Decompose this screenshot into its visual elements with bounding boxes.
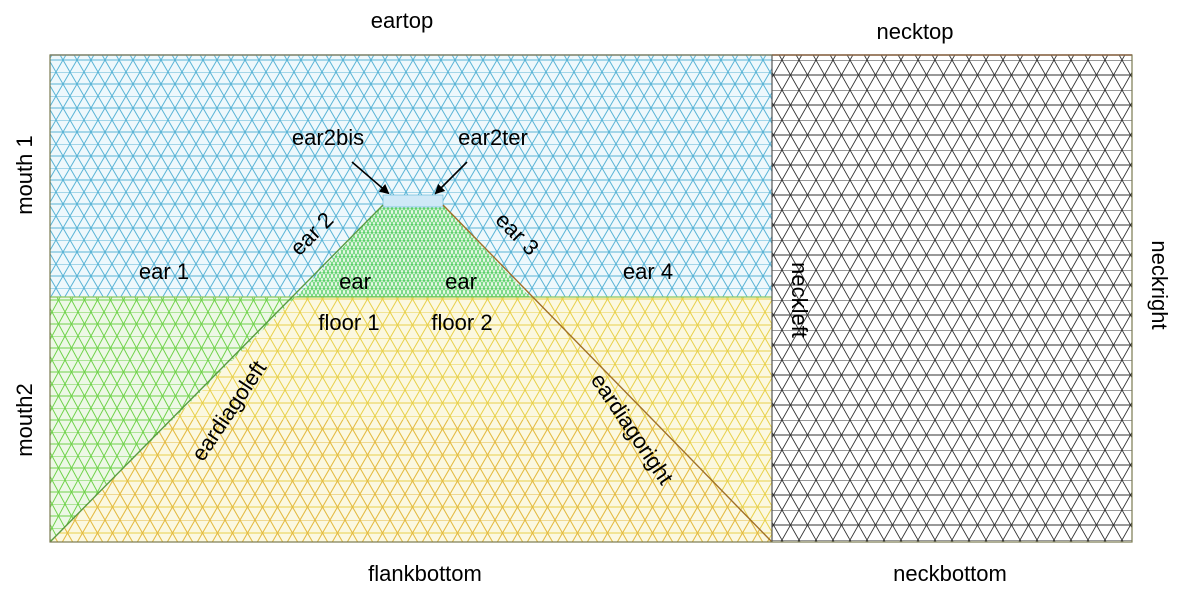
label-flankbottom: flankbottom bbox=[368, 561, 482, 586]
label-neckright: neckright bbox=[1147, 240, 1172, 329]
label-earfloor2-line1: ear bbox=[445, 269, 477, 294]
label-ear1: ear 1 bbox=[139, 259, 189, 284]
label-mouth2: mouth2 bbox=[12, 383, 37, 456]
outer-frame bbox=[49, 54, 1133, 543]
label-ear2ter: ear2ter bbox=[458, 125, 528, 150]
neck-region-mesh bbox=[772, 55, 1132, 542]
label-neckbottom: neckbottom bbox=[893, 561, 1007, 586]
ear-floor-mesh bbox=[296, 205, 530, 297]
label-ear2bis: ear2bis bbox=[292, 125, 364, 150]
eardiagoright-boundary bbox=[442, 204, 773, 543]
ear2bis-arrow bbox=[351, 161, 390, 195]
eardiagoleft-boundary bbox=[49, 204, 384, 543]
ear2ter-arrow bbox=[434, 161, 468, 195]
label-earfloor1-line2: floor 1 bbox=[318, 310, 379, 335]
label-neckleft: neckleft bbox=[787, 262, 812, 338]
label-necktop: necktop bbox=[876, 19, 953, 44]
label-earfloor2-line2: floor 2 bbox=[431, 310, 492, 335]
label-earfloor1-line1: ear bbox=[339, 269, 371, 294]
ear-top-dense-band bbox=[382, 194, 444, 208]
label-ear4: ear 4 bbox=[623, 259, 673, 284]
flank-center-orange-mesh bbox=[50, 420, 772, 542]
label-eartop: eartop bbox=[371, 8, 433, 33]
label-mouth1: mouth 1 bbox=[12, 135, 37, 215]
